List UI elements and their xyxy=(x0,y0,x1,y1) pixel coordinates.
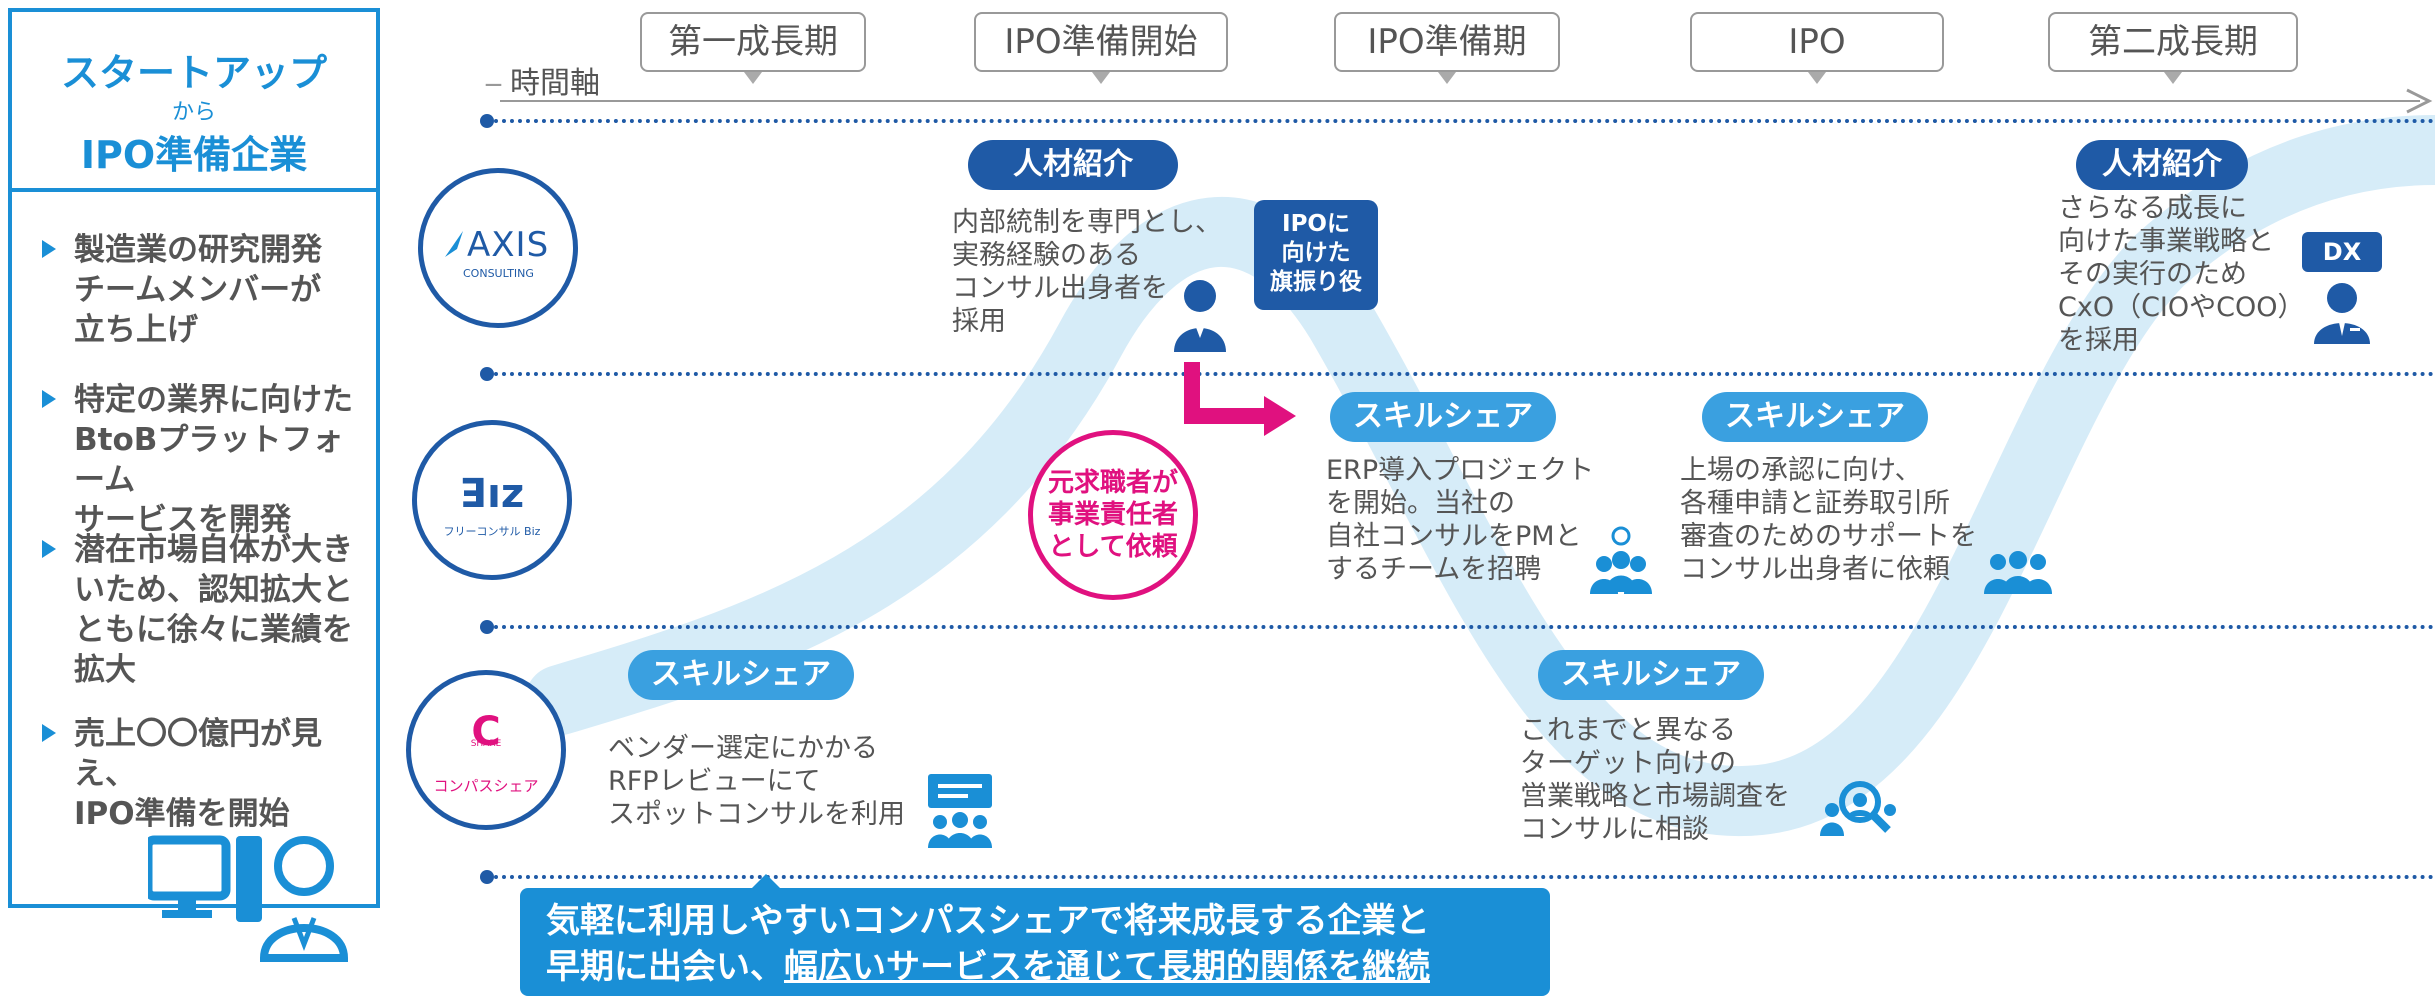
bullet-text: 売上〇〇億円が見え、 IPO準備を開始 xyxy=(74,716,322,832)
compass-logo-subtext: コンパスシェア xyxy=(433,777,539,795)
consultant-person-icon xyxy=(1174,280,1226,352)
arrow-right-icon xyxy=(2406,88,2433,114)
dx-badge: DX xyxy=(2302,232,2382,272)
bullet-triangle-icon xyxy=(42,540,56,558)
lane-divider xyxy=(494,875,2435,879)
bullet-item: 潜在市場自体が大き いため、認知拡大と ともに徐々に業績を 拡大 xyxy=(42,530,364,690)
time-axis-label: 時間軸 xyxy=(486,52,600,102)
lane-dot xyxy=(480,620,494,634)
left-title-line2: から xyxy=(171,100,216,125)
research-team-icon xyxy=(1820,781,1896,836)
bullet-item: 売上〇〇億円が見え、 IPO準備を開始 xyxy=(42,714,364,834)
bullet-item: 特定の業界に向けた BtoBプラットフォーム サービスを開発 xyxy=(42,380,364,540)
left-title-line3: IPO準備企業 xyxy=(80,133,308,177)
compass-event-1-text: ベンダー選定にかかる RFPレビューにて スポットコンサルを利用 xyxy=(608,733,905,830)
ipo-flag-badge: IPOに 向けた 旗振り役 xyxy=(1254,200,1378,310)
compass-logo-mark: C xyxy=(471,709,501,755)
bullet-text: 潜在市場自体が大き いため、認知拡大と ともに徐々に業績を 拡大 xyxy=(74,532,353,688)
lane-divider xyxy=(494,625,2435,629)
handoff-arrow-icon xyxy=(1184,362,1296,436)
bottom-message-banner: 気軽に利用しやすいコンパスシェアで将来成長する企業と 早期に出会い、幅広いサービ… xyxy=(520,874,1550,996)
presentation-audience-icon xyxy=(928,774,992,848)
bullet-item: 製造業の研究開発 チームメンバーが 立ち上げ xyxy=(42,230,364,350)
phase-ipo: IPO xyxy=(1690,12,1944,84)
left-panel: スタートアップ から IPO準備企業 製造業の研究開発 チームメンバーが 立ち上… xyxy=(8,8,380,962)
axis-consulting-logo: AXIS CONSULTING xyxy=(418,168,578,328)
lane-dot xyxy=(480,870,494,884)
bullet-triangle-icon xyxy=(42,724,56,742)
executive-person-icon xyxy=(2314,283,2370,344)
phase-ipo-start: IPO準備開始 xyxy=(974,12,1228,84)
lane-divider xyxy=(494,372,2435,376)
tag-skill-share: スキルシェア xyxy=(1330,392,1556,442)
time-axis-line xyxy=(500,100,2420,102)
freeconsul-biz-logo: ꓱız フリーコンサル Biz xyxy=(412,420,572,580)
phase-second-growth: 第二成長期 xyxy=(2048,12,2298,84)
biz-logo-text: ꓱız xyxy=(459,471,525,517)
tag-skill-share: スキルシェア xyxy=(1702,392,1928,442)
axis-logo-subtext: CONSULTING xyxy=(463,267,534,280)
former-job-seeker-callout: 元求職者が 事業責任者 として依頼 xyxy=(1028,430,1198,600)
axis-event-1-text: 内部統制を専門とし、 実務経験のある コンサル出身者を 採用 xyxy=(952,207,1222,337)
tag-jinzai-shokai: 人材紹介 xyxy=(2076,140,2248,190)
tag-skill-share: スキルシェア xyxy=(1538,650,1764,700)
phase-ipo-prep: IPO準備期 xyxy=(1334,12,1560,84)
lane-dot xyxy=(480,367,494,381)
phase-first-growth: 第一成長期 xyxy=(640,12,866,84)
left-panel-header: スタートアップ から IPO準備企業 xyxy=(12,12,376,192)
tag-skill-share: スキルシェア xyxy=(628,650,854,700)
lane-divider xyxy=(494,119,2435,123)
axis-event-2-text: さらなる成長に 向けた事業戦略と その実行のため CxO（CIOやCOO） を採… xyxy=(2058,193,2305,356)
tag-jinzai-shokai: 人材紹介 xyxy=(968,140,1178,190)
compass-share-logo: C SHARE コンパスシェア xyxy=(406,670,566,830)
biz-event-2-text: 上場の承認に向け、 各種申請と証券取引所 審査のためのサポートを コンサル出身者… xyxy=(1680,455,1977,585)
team-group-icon xyxy=(1984,551,2052,594)
computer-person-icon xyxy=(148,835,349,962)
axis-mark-icon xyxy=(445,231,463,257)
biz-logo-subtext: フリーコンサル Biz xyxy=(443,525,541,538)
axis-logo-text: AXIS xyxy=(467,225,550,265)
biz-event-1-text: ERP導入プロジェクト を開始。当社の 自社コンサルをPMと するチームを招聘 xyxy=(1326,455,1595,585)
left-title-line1: スタートアップ xyxy=(60,51,327,95)
compass-event-2-text: これまでと異なる ターゲット向けの 営業戦略と市場調査を コンサルに相談 xyxy=(1520,715,1790,845)
banner-line1: 気軽に利用しやすいコンパスシェアで将来成長する企業と xyxy=(546,901,1430,941)
bullet-text: 特定の業界に向けた BtoBプラットフォーム サービスを開発 xyxy=(74,382,353,538)
bullet-triangle-icon xyxy=(42,390,56,408)
bullet-text: 製造業の研究開発 チームメンバーが 立ち上げ xyxy=(74,232,322,348)
team-idea-icon xyxy=(1590,526,1652,594)
compass-logo-tag: SHARE xyxy=(470,739,502,749)
bullet-triangle-icon xyxy=(42,240,56,258)
banner-line2-underlined: 幅広いサービスを通じて長期的関係を継続 xyxy=(784,947,1430,987)
banner-line2-prefix: 早期に出会い、 xyxy=(546,947,784,987)
lane-dot xyxy=(480,114,494,128)
banner-line2: 早期に出会い、幅広いサービスを通じて長期的関係を継続 xyxy=(546,944,1550,990)
